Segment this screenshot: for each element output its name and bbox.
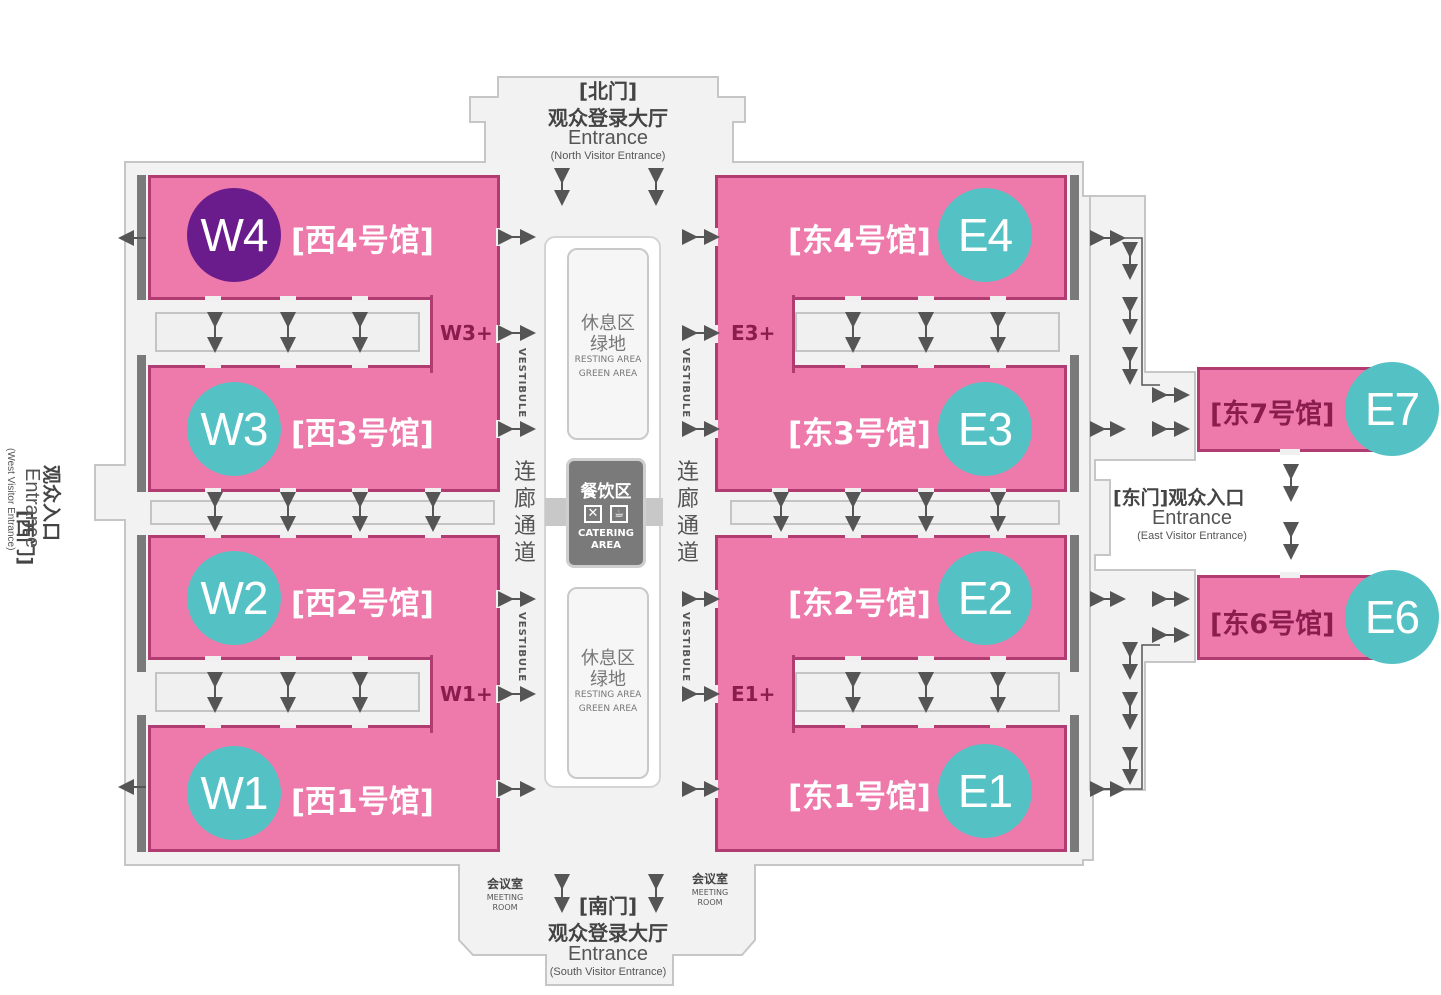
rest-south-cn2: 绿地 — [590, 669, 626, 690]
badge-e3: E3 — [938, 382, 1032, 476]
catering-area[interactable] — [566, 458, 646, 568]
catering-en2: AREA — [590, 540, 621, 551]
east-gate-label: [东门]观众入口 — [1113, 487, 1245, 509]
badge-w3: W3 — [187, 382, 281, 476]
corridor-char-e1: 连 — [676, 460, 699, 485]
vestibule-label-w-lower: VESTIBULE — [516, 612, 527, 683]
label-w1-plus: W1+ — [440, 682, 493, 706]
east-entrance-sub: (East Visitor Entrance) — [1137, 530, 1247, 542]
meeting-west-cn: 会议室 — [486, 877, 523, 891]
label-e1-plus: E1+ — [731, 682, 776, 706]
meeting-west-en1: MEETING — [486, 893, 524, 902]
hall-name-w2: [西2号馆] — [291, 586, 434, 622]
catering-cn: 餐饮区 — [580, 482, 632, 502]
rest-north-en1: RESTING AREA — [574, 355, 642, 365]
utensils-icon: ✕ — [584, 505, 602, 523]
wall-e1 — [1070, 715, 1079, 852]
wall-e4 — [1070, 175, 1079, 300]
north-entrance-sub: (North Visitor Entrance) — [550, 150, 666, 162]
north-gate-label: [北门] — [578, 79, 638, 103]
hall-name-e3: [东3号馆] — [788, 416, 931, 452]
hall-name-e7: [东7号馆] — [1210, 399, 1335, 430]
hall-name-e1: [东1号馆] — [788, 779, 931, 815]
rest-south-en2: GREEN AREA — [578, 704, 638, 714]
vestibule-label-e-upper: VESTIBULE — [680, 348, 691, 419]
badge-w4: W4 — [187, 188, 281, 282]
corridor-char-w4: 道 — [513, 541, 536, 566]
corridor-char-e3: 通 — [676, 514, 699, 539]
hall-name-e4: [东4号馆] — [788, 223, 931, 259]
meeting-east-en2: ROOM — [697, 898, 723, 907]
badge-e2: E2 — [938, 551, 1032, 645]
hall-name-e6: [东6号馆] — [1210, 609, 1335, 640]
meeting-west-en2: ROOM — [492, 903, 518, 912]
rest-north-en2: GREEN AREA — [578, 369, 638, 379]
south-hall-label: 观众登录大厅 — [548, 921, 668, 945]
wall-e2 — [1070, 535, 1079, 672]
hall-w1-annex — [430, 655, 500, 733]
wall-w3 — [137, 355, 146, 492]
hall-name-e2: [东2号馆] — [788, 586, 931, 622]
label-w3-plus: W3+ — [440, 321, 493, 345]
badge-e1: E1 — [938, 744, 1032, 838]
badge-w1: W1 — [187, 746, 281, 840]
rest-south-en1: RESTING AREA — [574, 690, 642, 700]
hall-name-w1: [西1号馆] — [291, 784, 434, 820]
wall-e3 — [1070, 355, 1079, 492]
corridor-char-w3: 通 — [513, 514, 536, 539]
corridor-char-w2: 廊 — [513, 487, 536, 512]
south-entrance-label: Entrance — [567, 943, 649, 965]
corridor-char-e4: 道 — [676, 541, 699, 566]
badge-w2: W2 — [187, 551, 281, 645]
meeting-east-cn: 会议室 — [691, 872, 728, 886]
rest-north-cn1: 休息区 — [581, 313, 635, 334]
coffee-icon: ☕ — [610, 505, 628, 523]
badge-e6: E6 — [1345, 570, 1439, 664]
rest-north-cn2: 绿地 — [590, 334, 626, 355]
rest-south-cn1: 休息区 — [581, 648, 635, 669]
south-entrance-sub: (South Visitor Entrance) — [549, 966, 667, 978]
catering-en1: CATERING — [578, 528, 634, 539]
wall-w1 — [137, 715, 146, 852]
north-hall-label: 观众登录大厅 — [548, 106, 668, 130]
vestibule-label-w-upper: VESTIBULE — [516, 348, 527, 419]
meeting-east-en1: MEETING — [691, 888, 729, 897]
rest-area-south[interactable] — [567, 587, 649, 779]
north-entrance-label: Entrance — [567, 127, 649, 149]
east-entrance-label: Entrance — [1151, 507, 1233, 529]
corridor-char-e2: 廊 — [676, 487, 699, 512]
corridor-char-w1: 连 — [513, 460, 536, 485]
badge-e7: E7 — [1345, 362, 1439, 456]
hall-name-w4: [西4号馆] — [291, 223, 434, 259]
wall-w2 — [137, 535, 146, 672]
rest-area-north[interactable] — [567, 248, 649, 440]
vestibule-label-e-lower: VESTIBULE — [680, 612, 691, 683]
label-e3-plus: E3+ — [731, 321, 776, 345]
south-gate-label: [南门] — [578, 894, 638, 918]
hall-name-w3: [西3号馆] — [291, 416, 434, 452]
badge-e4: E4 — [938, 188, 1032, 282]
